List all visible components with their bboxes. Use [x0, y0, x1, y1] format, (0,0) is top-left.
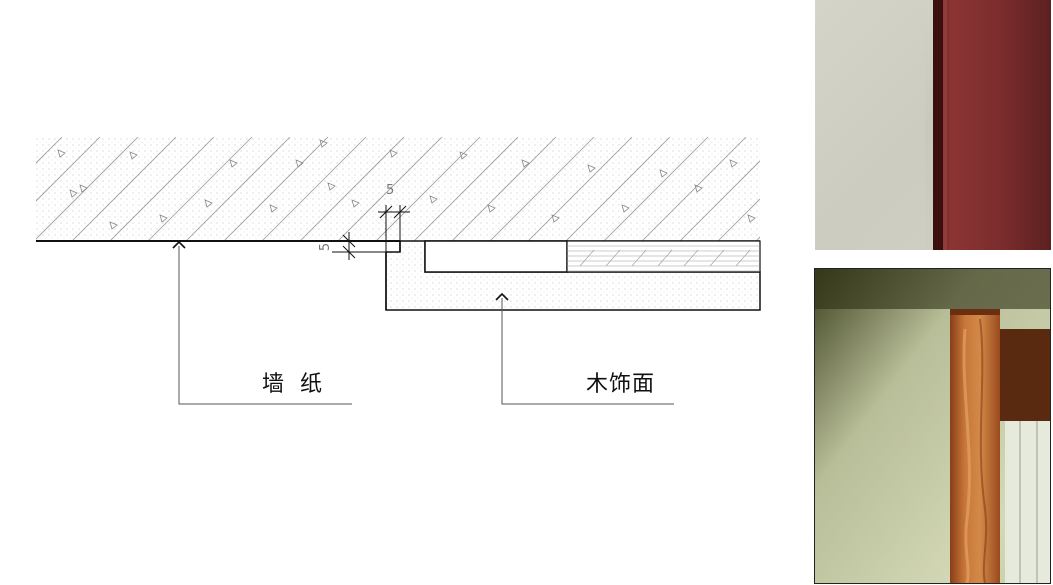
photo-wood-trim — [814, 268, 1051, 584]
leader-wallpaper — [172, 240, 352, 405]
dimension-top — [378, 205, 410, 252]
cad-section-svg — [36, 137, 761, 405]
wood-grain-panel — [566, 240, 761, 273]
section-drawing: 5 5 墙纸 木饰面 — [36, 137, 761, 405]
dimension-left — [332, 232, 386, 260]
leader-wood — [495, 292, 674, 405]
label-wallpaper: 墙纸 — [262, 372, 339, 397]
dimension-label-left: 5 — [318, 242, 334, 252]
dimension-label-top: 5 — [386, 183, 395, 198]
photo-wall-trim — [815, 0, 1051, 250]
veneer-panel — [424, 240, 568, 273]
label-wood-finish: 木饰面 — [586, 372, 656, 397]
concrete-wall-hatch — [36, 137, 760, 241]
